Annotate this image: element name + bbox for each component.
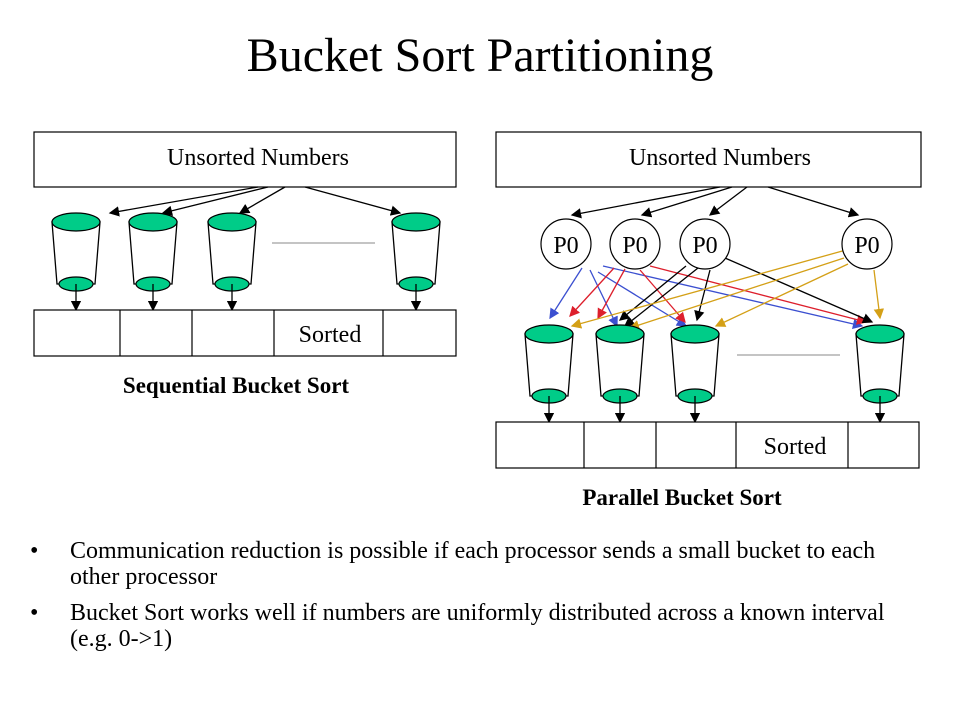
par-caption: Parallel Bucket Sort xyxy=(582,485,782,510)
processor-label: P0 xyxy=(692,233,717,259)
slide-title: Bucket Sort Partitioning xyxy=(246,29,714,82)
seq-buckets xyxy=(51,212,441,292)
bullet-glyph: • xyxy=(30,600,39,626)
seq-output-arrows xyxy=(70,284,422,312)
par-cross-arrow xyxy=(628,257,845,331)
bucket-icon xyxy=(128,212,178,292)
seq-input-arrow xyxy=(161,186,269,216)
par-cross-arrow xyxy=(724,257,874,324)
par-cross-arrow xyxy=(549,267,583,320)
seq-caption: Sequential Bucket Sort xyxy=(123,373,350,398)
seq-input-arrows xyxy=(108,186,402,217)
seq-unsorted-box xyxy=(33,131,457,188)
par-buckets xyxy=(524,324,905,404)
bucket-icon xyxy=(391,212,441,292)
par-cross-arrow xyxy=(597,271,688,327)
bucket-icon xyxy=(595,324,645,404)
par-cross-arrow xyxy=(714,263,849,327)
processor-label: P0 xyxy=(622,233,647,259)
processor-label: P0 xyxy=(553,233,578,259)
bullet-text: Bucket Sort works well if numbers are un… xyxy=(70,600,885,652)
bullet-list: • Communication reduction is possible if… xyxy=(30,538,910,662)
processor-node xyxy=(609,218,661,270)
par-cross-arrow xyxy=(569,267,615,317)
bucket-icon xyxy=(51,212,101,292)
par-input-arrow xyxy=(708,186,748,216)
seq-sorted-label: Sorted xyxy=(299,322,362,348)
processor-node xyxy=(841,218,893,270)
bucket-icon xyxy=(524,324,574,404)
bullet-glyph: • xyxy=(30,538,39,564)
par-cross-arrow xyxy=(623,267,699,327)
par-cross-arrow xyxy=(602,265,864,330)
sequential-bucket-sort: Unsorted Numbers Sorted Sequential Bucke… xyxy=(33,131,457,398)
par-input-arrow xyxy=(640,186,733,218)
processor-node xyxy=(679,218,731,270)
par-unsorted-label: Unsorted Numbers xyxy=(629,145,811,171)
par-output-arrows xyxy=(543,396,886,424)
bullet-item: • Bucket Sort works well if numbers are … xyxy=(30,600,910,652)
bucket-icon xyxy=(855,324,905,404)
seq-input-arrow xyxy=(238,186,286,214)
parallel-bucket-sort: Unsorted Numbers P0 P0 P0 P0 Sorted Paralle… xyxy=(495,131,922,510)
par-cross-arrow xyxy=(873,269,885,320)
seq-input-arrow xyxy=(304,186,402,216)
par-cross-arrow xyxy=(649,265,868,325)
seq-sorted-box xyxy=(33,309,457,357)
par-cross-arrow xyxy=(570,249,847,329)
bullet-item: • Communication reduction is possible if… xyxy=(30,538,910,590)
par-cross-arrow xyxy=(597,268,626,320)
seq-input-arrow xyxy=(108,186,259,217)
par-input-arrow xyxy=(570,186,721,219)
processor-node xyxy=(540,218,592,270)
processor-label: P0 xyxy=(854,233,879,259)
par-unsorted-box xyxy=(495,131,922,188)
par-cross-arrow xyxy=(694,269,711,322)
par-cross-arrows xyxy=(549,249,885,331)
par-cross-arrow xyxy=(618,265,687,321)
par-cross-arrow xyxy=(589,269,618,328)
par-processors: P0 P0 P0 P0 xyxy=(540,218,893,270)
bucket-icon xyxy=(670,324,720,404)
seq-unsorted-label: Unsorted Numbers xyxy=(167,145,349,171)
par-sorted-label: Sorted xyxy=(764,434,827,460)
par-sorted-box xyxy=(495,421,920,469)
bullet-text: Communication reduction is possible if e… xyxy=(70,538,876,590)
par-input-arrow xyxy=(767,186,860,218)
bucket-icon xyxy=(207,212,257,292)
par-input-arrows xyxy=(570,186,860,219)
